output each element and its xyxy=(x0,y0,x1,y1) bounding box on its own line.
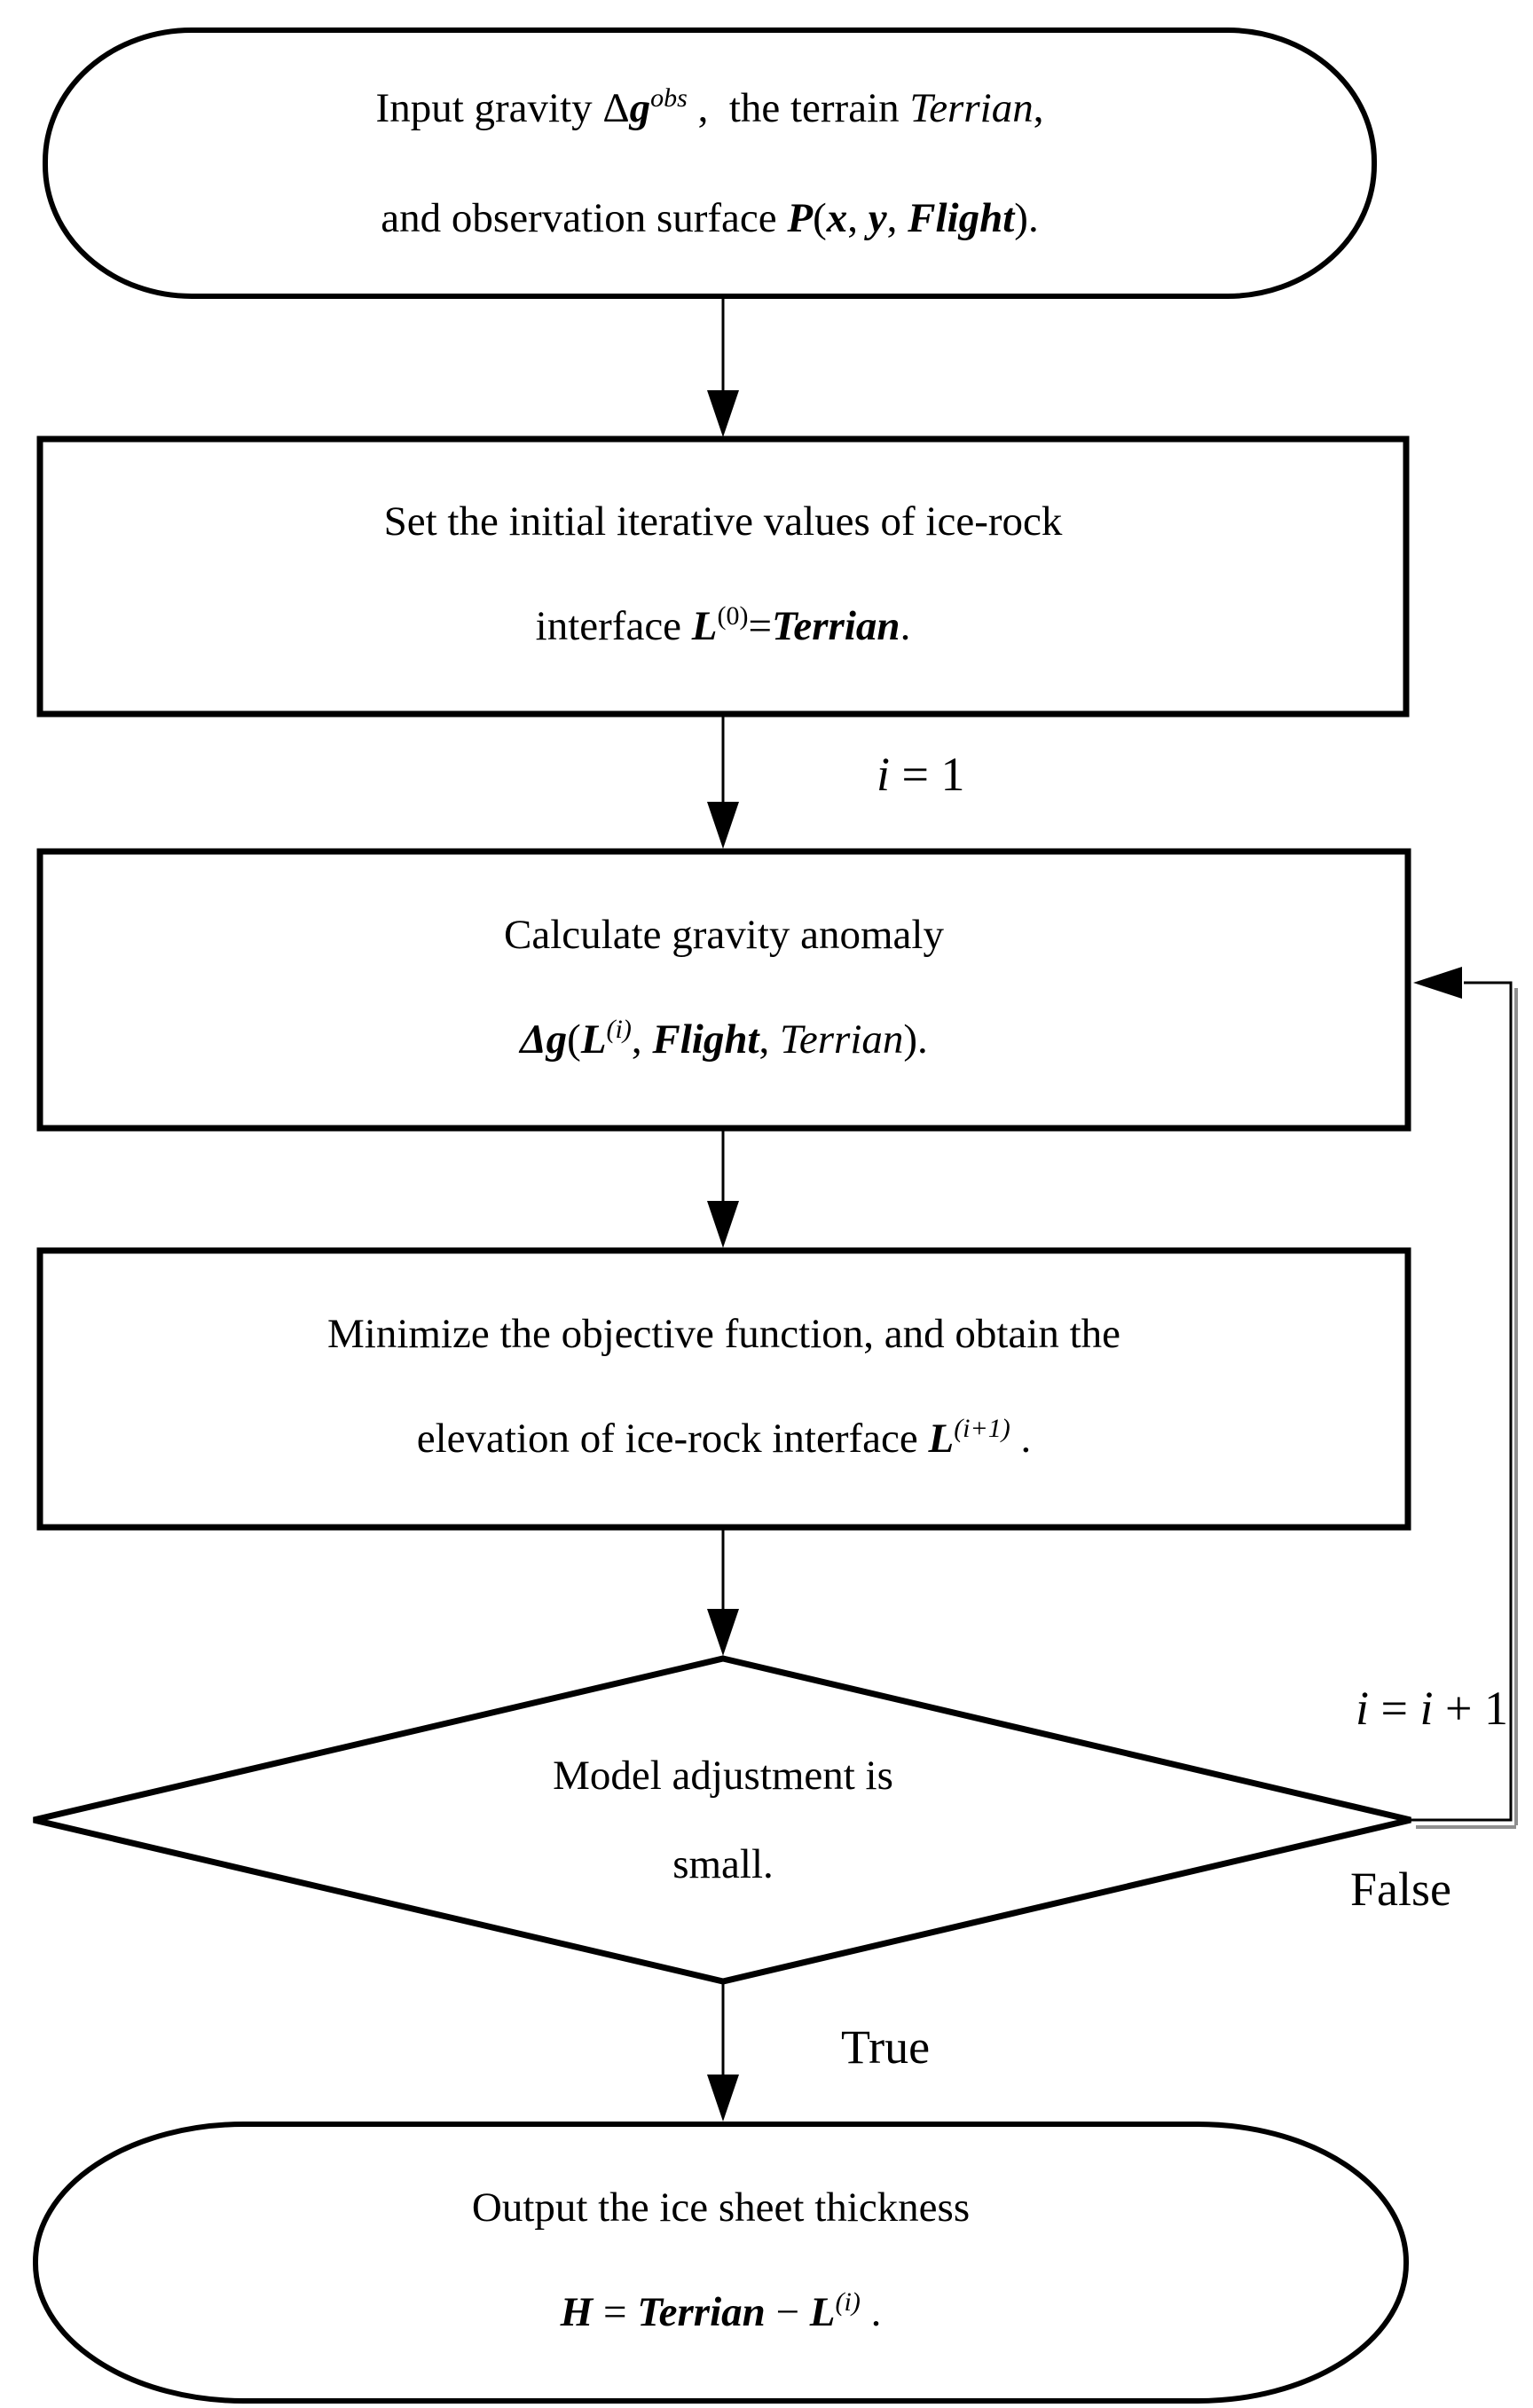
edge-label-true: True xyxy=(841,2020,930,2074)
feedback-line xyxy=(1411,967,1513,1822)
text-line: elevation of ice-rock interface L(i+1) . xyxy=(416,1414,1032,1462)
minimize-node-text: Minimize the objective function, and obt… xyxy=(40,1251,1408,1527)
text-line: Δg(L(i), Flight, Terrian). xyxy=(520,1015,928,1063)
edge-label-false: False xyxy=(1350,1863,1451,1916)
text-line: i = i + 1 xyxy=(1356,1682,1508,1735)
text-line: Set the initial iterative values of ice-… xyxy=(383,498,1063,545)
arrowhead-icon xyxy=(1413,967,1462,999)
edge-label-i-increment: i = i + 1 xyxy=(1249,1682,1508,1735)
text-line: i = 1 xyxy=(877,748,965,801)
calc-anomaly-process-shape xyxy=(36,848,1411,1132)
arrowhead-icon xyxy=(707,390,739,437)
arrow-start-to-init xyxy=(707,298,739,437)
decision-node-text: Model adjustment is small. xyxy=(279,1731,1167,1909)
set-initial-node-text: Set the initial iterative values of ice-… xyxy=(40,439,1406,714)
arrowhead-icon xyxy=(707,1609,739,1656)
text-line: and observation surface P(x, y, Flight). xyxy=(381,195,1039,241)
text-line: Calculate gravity anomaly xyxy=(504,912,944,958)
start-node-text: Input gravity Δgobs , the terrain Terria… xyxy=(45,30,1374,296)
output-terminator-shape xyxy=(33,2122,1409,2404)
text-line: Input gravity Δgobs , the terrain Terria… xyxy=(375,83,1044,131)
arrow-calc-to-minimize xyxy=(707,1130,739,1248)
arrow-init-to-calc xyxy=(707,716,739,849)
text-line: small. xyxy=(672,1841,774,1887)
text-line: H = Terrian − L(i) . xyxy=(560,2287,882,2335)
arrowhead-icon xyxy=(707,2075,739,2122)
text-line: Output the ice sheet thickness xyxy=(471,2184,971,2231)
arrow-decision-to-output xyxy=(707,1983,739,2122)
set-initial-process-shape xyxy=(36,435,1410,718)
text-line: Model adjustment is xyxy=(553,1753,893,1799)
arrowhead-icon xyxy=(707,802,739,849)
minimize-process-shape xyxy=(36,1247,1411,1531)
start-terminator-shape xyxy=(43,27,1377,299)
arrowhead-icon xyxy=(707,1201,739,1248)
edge-label-i-equals-1: i = 1 xyxy=(877,748,964,801)
output-node-text: Output the ice sheet thickness H = Terria… xyxy=(35,2124,1406,2401)
arrow-minimize-to-decision xyxy=(707,1529,739,1656)
text-line: True xyxy=(841,2020,931,2074)
text-line: interface L(0)=Terrian. xyxy=(535,601,911,649)
text-line: Minimize the objective function, and obt… xyxy=(326,1311,1121,1357)
decision-diamond-shape xyxy=(33,1655,1411,1985)
text-line: False xyxy=(1350,1863,1451,1916)
